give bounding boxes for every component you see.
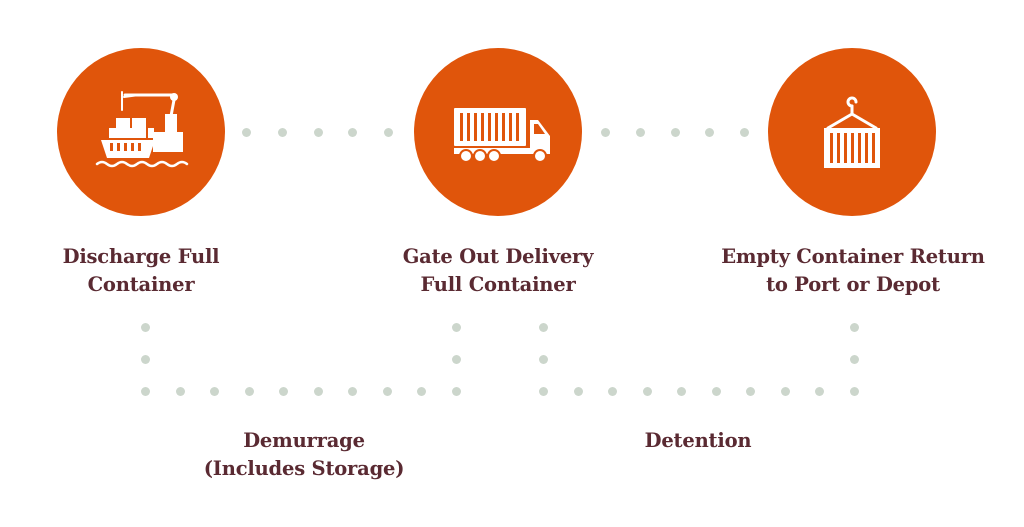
demurrage-bracket-dot (451, 354, 461, 364)
connector-dot (670, 127, 680, 137)
detention-bracket-dot (538, 322, 548, 332)
demurrage-bracket-dot (278, 386, 288, 396)
hoisted-container-icon (824, 96, 880, 168)
demurrage-label: Demurrage (Includes Storage) (164, 427, 444, 483)
demurrage-bracket-dot (140, 354, 150, 364)
demurrage-bracket-dot (382, 386, 392, 396)
detention-bracket-dot (538, 386, 548, 396)
ship-crane-icon (95, 91, 189, 168)
step-3-circle (768, 48, 936, 216)
demurrage-bracket-dot (313, 386, 323, 396)
connector-dot (313, 127, 323, 137)
demurrage-bracket-dot (140, 386, 150, 396)
detention-bracket-dot (849, 386, 859, 396)
detention-label-line-1: Detention (644, 429, 752, 452)
demurrage-bracket-dot (451, 386, 461, 396)
demurrage-bracket-dot (244, 386, 254, 396)
step-1-label-line-2: Container (87, 273, 195, 296)
detention-bracket-dot (676, 386, 686, 396)
demurrage-label-line-2: (Includes Storage) (203, 457, 405, 480)
detention-bracket-dot (780, 386, 790, 396)
detention-bracket-dot (607, 386, 617, 396)
demurrage-bracket-dot (347, 386, 357, 396)
detention-bracket-dot (849, 354, 859, 364)
connector-dot (600, 127, 610, 137)
detention-bracket-dot (849, 322, 859, 332)
step-3-label: Empty Container Return to Port or Depot (713, 243, 993, 299)
demurrage-bracket-dot (451, 322, 461, 332)
step-2-label-line-2: Full Container (420, 273, 576, 296)
detention-label: Detention (558, 427, 838, 455)
demurrage-bracket-dot (175, 386, 185, 396)
step-3-label-line-2: to Port or Depot (766, 273, 940, 296)
detention-bracket-dot (538, 354, 548, 364)
step-1-circle (57, 48, 225, 216)
demurrage-bracket-dot (209, 386, 219, 396)
step-2-label: Gate Out Delivery Full Container (358, 243, 638, 299)
detention-bracket-dot (642, 386, 652, 396)
connector-dot (739, 127, 749, 137)
connector-dot (241, 127, 251, 137)
step-1-label-line-1: Discharge Full (62, 245, 220, 268)
detention-bracket-dot (814, 386, 824, 396)
step-2-circle (414, 48, 582, 216)
connector-dot (704, 127, 714, 137)
demurrage-bracket-dot (416, 386, 426, 396)
connector-dot (635, 127, 645, 137)
detention-bracket-dot (573, 386, 583, 396)
step-2-label-line-1: Gate Out Delivery (402, 245, 594, 268)
connector-dot (347, 127, 357, 137)
connector-dot (277, 127, 287, 137)
connector-dot (383, 127, 393, 137)
detention-bracket-dot (745, 386, 755, 396)
step-1-label: Discharge Full Container (1, 243, 281, 299)
detention-bracket-dot (711, 386, 721, 396)
demurrage-label-line-1: Demurrage (243, 429, 365, 452)
step-3-label-line-1: Empty Container Return (721, 245, 985, 268)
truck-icon (454, 108, 550, 163)
demurrage-bracket-dot (140, 322, 150, 332)
